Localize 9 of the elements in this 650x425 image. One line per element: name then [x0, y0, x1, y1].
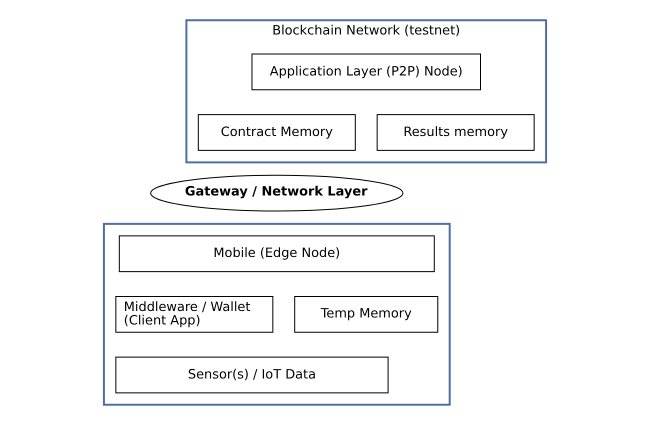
- node-box: Application Layer (P2P) Node): [251, 54, 481, 90]
- node-box: Temp Memory: [294, 296, 438, 333]
- node-box: Results memory: [376, 114, 535, 151]
- node-ellipse: Gateway / Network Layer: [150, 174, 404, 212]
- node-box: Mobile (Edge Node): [118, 235, 435, 272]
- node-box: Middleware / Wallet (Client App): [115, 296, 274, 333]
- cluster: [102, 222, 451, 406]
- node-box: Contract Memory: [198, 114, 356, 151]
- node-box: Sensor(s) / IoT Data: [115, 356, 389, 394]
